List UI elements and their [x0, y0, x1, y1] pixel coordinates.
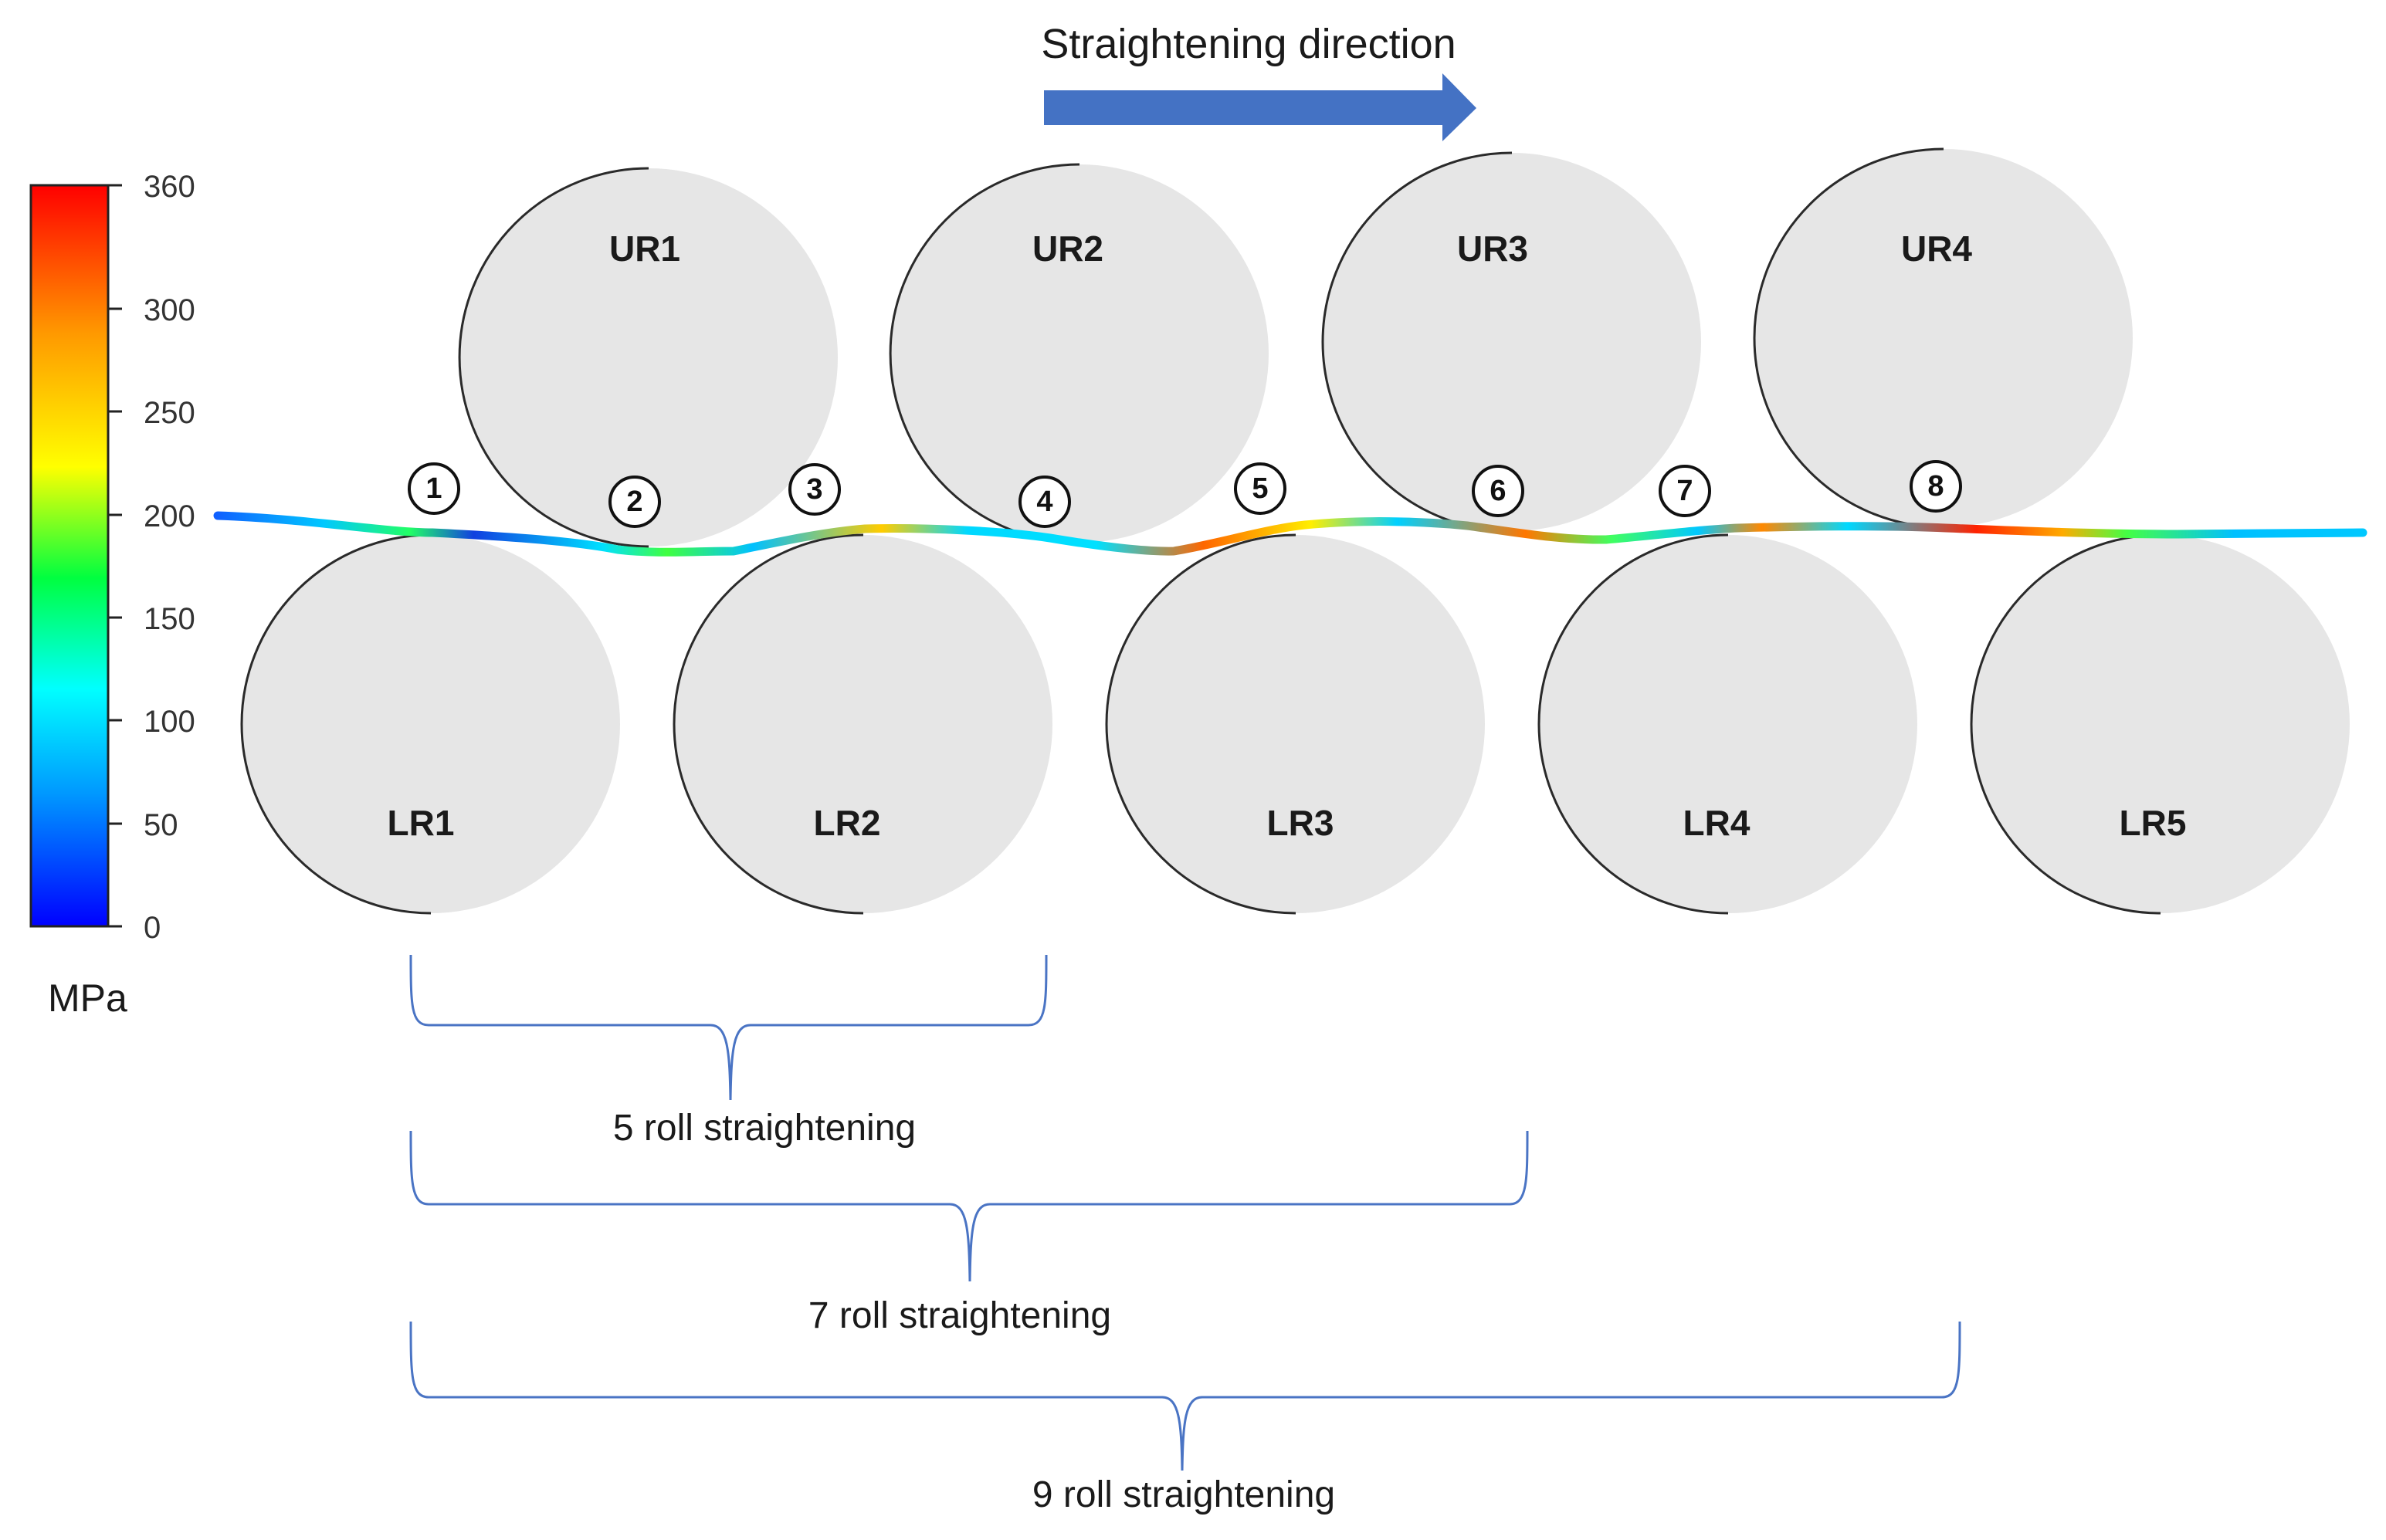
lower-roll-lr3: LR3 — [1105, 533, 1485, 915]
marker-label: 1 — [425, 472, 442, 505]
marker-label: 7 — [1676, 475, 1693, 507]
colorbar-tick: 0 — [144, 911, 161, 945]
contact-marker-2: 2 — [608, 476, 661, 528]
marker-label: 6 — [1490, 475, 1506, 507]
roll-label: LR1 — [388, 803, 455, 843]
marker-label: 8 — [1927, 470, 1944, 503]
colorbar-tick: 250 — [144, 396, 195, 430]
brace-9-roll: 9 roll straightening — [409, 1321, 1961, 1515]
roll-label: UR1 — [609, 228, 680, 269]
contact-marker-4: 4 — [1018, 476, 1071, 528]
lower-roll-lr2: LR2 — [673, 533, 1052, 915]
upper-rolls: UR1 UR2 UR3 UR4 — [458, 147, 2133, 548]
upper-roll-ur2: UR2 — [889, 163, 1269, 544]
roll-label: LR5 — [2120, 803, 2187, 843]
contact-marker-1: 1 — [408, 462, 460, 515]
lower-roll-lr1: LR1 — [240, 533, 620, 915]
contact-marker-6: 6 — [1472, 465, 1524, 517]
stress-strip — [213, 511, 2367, 557]
colorbar-tick: 50 — [144, 808, 178, 842]
upper-roll-ur3: UR3 — [1321, 151, 1701, 533]
colorbar-tick: 300 — [144, 293, 195, 327]
colorbar-gradient — [29, 184, 110, 928]
lower-rolls: LR1 LR2 LR3 LR4 LR5 — [240, 533, 2350, 915]
roll-label: UR4 — [1901, 228, 1972, 269]
brace-7-roll: 7 roll straightening — [409, 1130, 1529, 1336]
marker-label: 5 — [1252, 472, 1268, 505]
straightening-direction-arrow — [1044, 73, 1476, 141]
contact-marker-5: 5 — [1234, 462, 1286, 515]
marker-label: 4 — [1036, 486, 1052, 518]
colorbar-tick: 200 — [144, 499, 195, 533]
upper-roll-ur4: UR4 — [1753, 147, 2133, 529]
lower-roll-lr4: LR4 — [1537, 533, 1917, 915]
title: Straightening direction — [1041, 21, 1456, 67]
colorbar-unit: MPa — [48, 976, 127, 1020]
marker-label: 2 — [626, 486, 642, 518]
lower-roll-lr5: LR5 — [1970, 533, 2350, 915]
marker-label: 3 — [806, 473, 822, 506]
upper-roll-ur1: UR1 — [458, 167, 838, 548]
contact-marker-7: 7 — [1659, 465, 1711, 517]
colorbar-tick: 360 — [144, 170, 195, 204]
brace-5-roll: 5 roll straightening — [409, 954, 1048, 1149]
brace-label: 7 roll straightening — [808, 1295, 1111, 1336]
roll-label: LR4 — [1683, 803, 1751, 843]
contact-marker-8: 8 — [1910, 460, 1962, 513]
roll-label: LR2 — [814, 803, 881, 843]
colorbar-tick: 150 — [144, 602, 195, 636]
roll-label: LR3 — [1267, 803, 1334, 843]
colorbar: 360 300 250 200 150 100 50 0 MPa — [29, 170, 195, 1020]
roll-label: UR2 — [1032, 228, 1103, 269]
colorbar-tick: 100 — [144, 705, 195, 739]
contact-markers: 1 2 3 4 5 6 7 8 — [408, 460, 1962, 528]
brace-label: 9 roll straightening — [1032, 1474, 1335, 1515]
contact-marker-3: 3 — [788, 463, 841, 516]
brace-label: 5 roll straightening — [613, 1108, 916, 1149]
roll-label: UR3 — [1457, 228, 1528, 269]
